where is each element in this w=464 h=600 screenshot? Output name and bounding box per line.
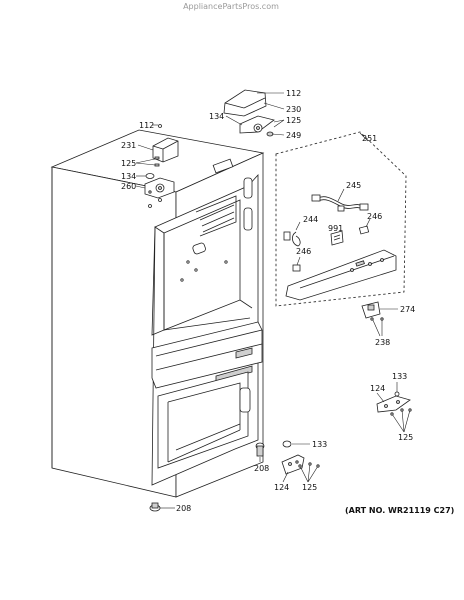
callout-125-right[interactable]: 125 [398, 433, 413, 442]
left-hinge-cover-part[interactable] [152, 137, 179, 163]
callout-208-foot[interactable]: 208 [176, 504, 191, 513]
control-board-assembly-group [275, 131, 407, 307]
callout-260[interactable]: 260 [121, 182, 136, 191]
callout-125-bottom[interactable]: 125 [302, 483, 317, 492]
connector-part-right[interactable] [358, 225, 370, 235]
callout-208-bottom[interactable]: 208 [254, 464, 269, 473]
refrigerator-cabinet [50, 129, 265, 498]
connector-part-left[interactable] [292, 264, 301, 272]
art-number: (ART NO. WR21119 C27) [345, 506, 454, 515]
callout-112-left[interactable]: 112 [139, 121, 154, 130]
callout-238[interactable]: 238 [375, 338, 390, 347]
callout-134-left[interactable]: 134 [121, 172, 136, 181]
hinge-cover-part[interactable] [223, 89, 267, 117]
callout-231[interactable]: 231 [121, 141, 136, 150]
callout-249[interactable]: 249 [286, 131, 301, 140]
bottom-hinge-part[interactable] [281, 454, 305, 475]
callout-112-top[interactable]: 112 [286, 89, 301, 98]
wire-harness-part[interactable] [311, 194, 369, 212]
callout-251[interactable]: 251 [362, 134, 377, 143]
callout-124-bottom[interactable]: 124 [274, 483, 289, 492]
wire-part[interactable] [283, 231, 301, 247]
cap-part[interactable] [282, 440, 292, 448]
callout-230[interactable]: 230 [286, 105, 301, 114]
callout-991[interactable]: 991 [328, 224, 343, 233]
callout-134-top[interactable]: 134 [209, 112, 224, 121]
callout-124-right[interactable]: 124 [370, 384, 385, 393]
callout-125-top[interactable]: 125 [286, 116, 301, 125]
callout-274[interactable]: 274 [400, 305, 415, 314]
callout-133-right[interactable]: 133 [392, 372, 407, 381]
top-hinge-part[interactable] [239, 115, 275, 137]
door-switch-part[interactable] [361, 301, 381, 319]
control-board-part[interactable] [330, 230, 344, 246]
watermark-text: AppliancePartsPros.com [183, 2, 279, 11]
bottom-leg-part[interactable] [255, 442, 265, 457]
board-bracket-part[interactable] [285, 249, 397, 301]
left-hinge-part[interactable] [144, 177, 175, 199]
callout-133-bottom[interactable]: 133 [312, 440, 327, 449]
callout-245[interactable]: 245 [346, 181, 361, 190]
callout-125-left[interactable]: 125 [121, 159, 136, 168]
callout-246-left[interactable]: 246 [296, 247, 311, 256]
callout-244[interactable]: 244 [303, 215, 318, 224]
leveling-leg-part[interactable] [149, 502, 161, 512]
middle-hinge-part-right[interactable] [376, 395, 411, 413]
callout-246-right[interactable]: 246 [367, 212, 382, 221]
